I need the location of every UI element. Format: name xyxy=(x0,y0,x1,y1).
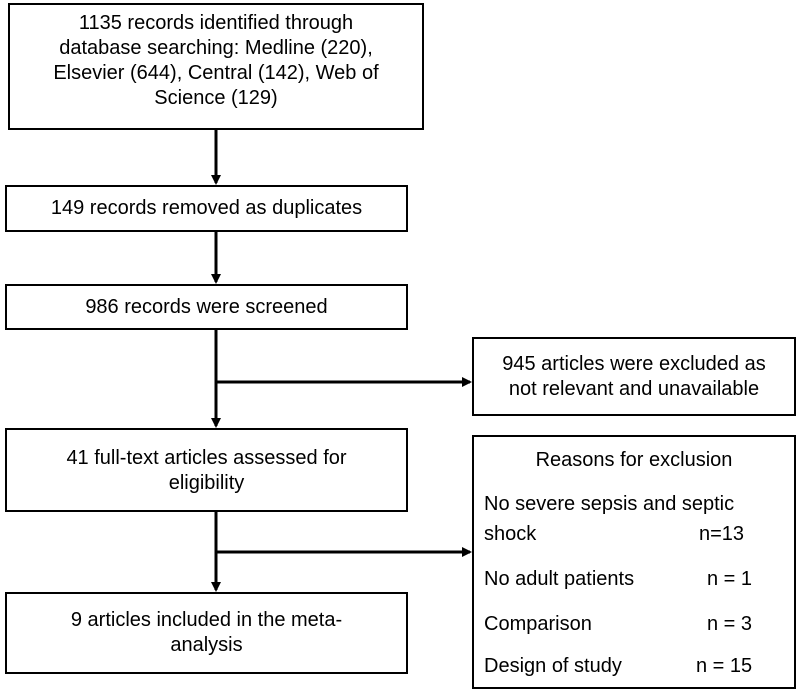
identified-box: 1135 records identified through database… xyxy=(8,3,424,130)
excluded-line: 945 articles were excluded as xyxy=(502,353,766,375)
reason-label: No adult patients xyxy=(484,568,635,590)
reason-count: n = 3 xyxy=(707,613,753,635)
reason-count: n = 15 xyxy=(696,655,753,677)
screened-box: 986 records were screened xyxy=(5,284,408,330)
reasons-box: Reasons for exclusion No severe sepsis a… xyxy=(472,435,796,689)
identified-line: database searching: Medline (220), xyxy=(59,37,373,59)
fulltext-line: 41 full-text articles assessed for xyxy=(66,447,347,469)
reason-count: n=13 xyxy=(699,523,745,545)
duplicates-text: 149 records removed as duplicates xyxy=(50,197,363,219)
reason-label: Design of study xyxy=(484,655,622,677)
reason-label: No severe sepsis and septic xyxy=(484,493,735,515)
included-line: 9 articles included in the meta- xyxy=(70,609,343,631)
reason-count: n = 1 xyxy=(707,568,753,590)
reasons-title: Reasons for exclusion xyxy=(535,449,733,471)
fulltext-line: eligibility xyxy=(168,472,245,494)
excluded-line: not relevant and unavailable xyxy=(508,378,760,400)
identified-line: 1135 records identified through xyxy=(78,12,354,34)
included-line: analysis xyxy=(170,634,243,656)
included-box: 9 articles included in the meta- analysi… xyxy=(5,592,408,674)
identified-line: Science (129) xyxy=(154,87,278,109)
fulltext-box: 41 full-text articles assessed for eligi… xyxy=(5,428,408,512)
excluded-box: 945 articles were excluded as not releva… xyxy=(472,337,796,416)
reason-label: Comparison xyxy=(484,613,592,635)
screened-text: 986 records were screened xyxy=(85,296,328,318)
duplicates-box: 149 records removed as duplicates xyxy=(5,185,408,232)
reason-label: shock xyxy=(484,523,537,545)
identified-line: Elsevier (644), Central (142), Web of xyxy=(53,62,379,84)
